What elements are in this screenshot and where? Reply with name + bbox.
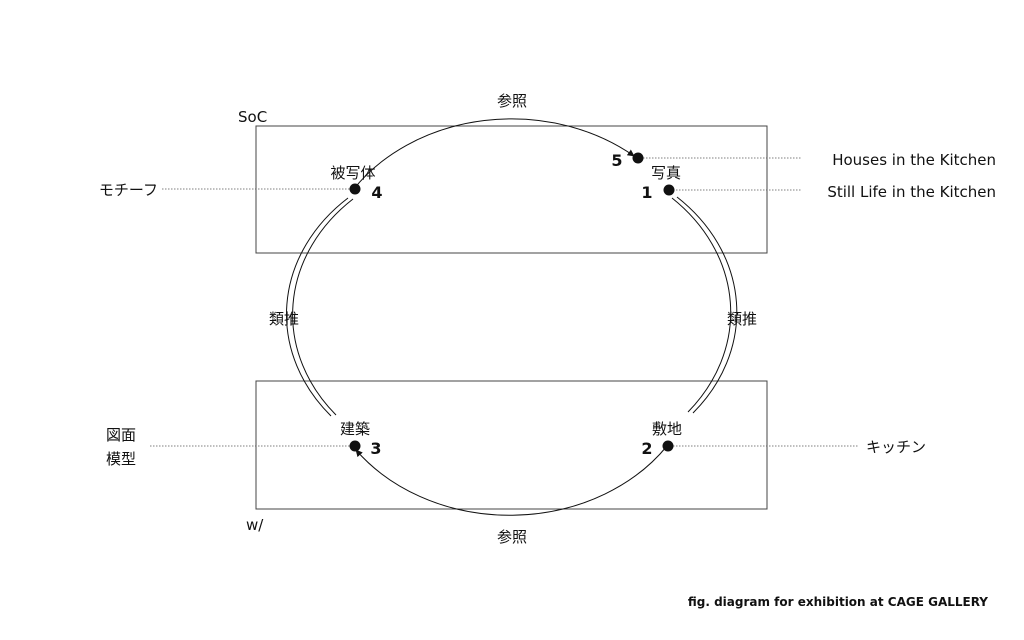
figure-caption: fig. diagram for exhibition at CAGE GALL… bbox=[688, 595, 988, 609]
left-analogy-label: 類推 bbox=[269, 310, 299, 328]
node-arch-dot bbox=[349, 440, 361, 452]
right-analogy-label: 類推 bbox=[727, 310, 757, 328]
node-photo-label: 写真 bbox=[651, 164, 681, 182]
right-analogy-arc-inner bbox=[676, 196, 738, 414]
bottom-reference-label: 参照 bbox=[497, 528, 527, 546]
node-arch-number: 3 bbox=[370, 439, 381, 458]
node-photo-dot bbox=[663, 184, 675, 196]
left-analogy-arc-inner bbox=[292, 198, 354, 416]
kitchen-callout: キッチン bbox=[866, 438, 926, 456]
motif-callout: モチーフ bbox=[99, 181, 158, 199]
node-site-label: 敷地 bbox=[652, 420, 682, 438]
top-reference-label: 参照 bbox=[497, 92, 527, 110]
drawings-callout-line1: 図面 bbox=[106, 426, 136, 444]
right-analogy-arc bbox=[671, 197, 732, 413]
drawings-callout-line2: 模型 bbox=[106, 450, 136, 468]
soc-frame bbox=[255, 125, 768, 254]
node-subject-label: 被写体 bbox=[330, 164, 375, 182]
node-photo2-dot bbox=[632, 152, 644, 164]
top-reference-arc bbox=[352, 118, 635, 191]
houses-callout: Houses in the Kitchen bbox=[832, 151, 996, 169]
with-frame-label: w/ bbox=[246, 516, 264, 534]
node-photo2-number: 5 bbox=[611, 151, 622, 170]
node-subject-number: 4 bbox=[371, 183, 382, 202]
node-arch-label: 建築 bbox=[340, 420, 370, 438]
node-photo-number: 1 bbox=[641, 183, 652, 202]
with-frame bbox=[255, 380, 768, 510]
bottom-reference-arc bbox=[355, 445, 668, 516]
node-site-dot bbox=[662, 440, 674, 452]
soc-frame-label: SoC bbox=[238, 108, 267, 126]
node-site-number: 2 bbox=[641, 439, 652, 458]
still-life-callout: Still Life in the Kitchen bbox=[827, 183, 996, 201]
left-analogy-arc bbox=[285, 197, 349, 417]
node-subject-dot bbox=[349, 183, 361, 195]
